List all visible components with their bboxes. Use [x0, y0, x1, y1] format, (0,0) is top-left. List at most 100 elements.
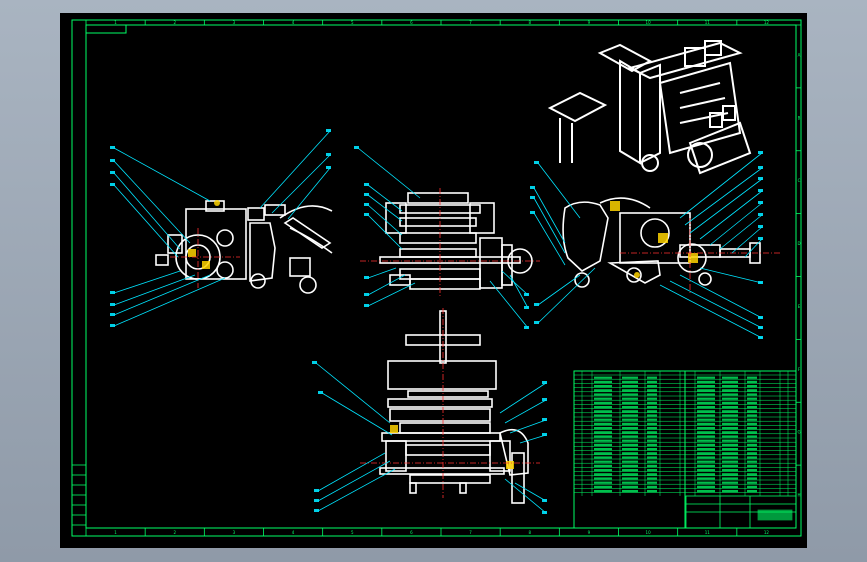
bom-cell-text [697, 443, 715, 446]
bom-cell-text [747, 410, 757, 413]
bom-cell-text [747, 448, 757, 451]
zone-label-top: 12 [764, 20, 770, 25]
bom-cell-text [697, 439, 715, 442]
bom-cell-text [697, 464, 715, 467]
bom-cell-text [647, 435, 657, 438]
bom-cell-text [747, 435, 757, 438]
bom-cell-text [622, 490, 638, 493]
isometric-view [547, 40, 752, 175]
balloon-mark [542, 511, 547, 514]
bom-cell-text [722, 473, 738, 476]
bom-cell-text [622, 448, 638, 451]
bom-cell-text [747, 452, 757, 455]
bom-cell-text [594, 410, 612, 413]
balloon-mark [758, 166, 763, 169]
balloon-mark [326, 166, 331, 169]
bom-cell-text [747, 376, 757, 379]
bom-cell-text [622, 397, 638, 400]
bom-cell-text [747, 443, 757, 446]
leaders-center [357, 147, 529, 329]
centerlines-right [620, 218, 780, 293]
plan-view-bottom [379, 310, 529, 504]
zone-label-side: C [798, 178, 801, 183]
bom-cell-text [722, 485, 738, 488]
bom-cell-text [647, 490, 657, 493]
zone-label-bottom: 8 [528, 530, 531, 535]
bom-cell-text [647, 477, 657, 480]
bom-cell-text [622, 481, 638, 484]
zone-label-side: G [797, 430, 800, 435]
balloon-mark [314, 509, 319, 512]
balloon-mark [364, 213, 369, 216]
zone-label-top: 5 [351, 20, 354, 25]
balloon-mark [758, 316, 763, 319]
balloon-mark [758, 189, 763, 192]
zone-label-top: 7 [469, 20, 472, 25]
drawing-frame [71, 19, 802, 537]
bom-cell-text [722, 464, 738, 467]
balloon-mark [758, 336, 763, 339]
bom-cell-text [647, 393, 657, 396]
bom-cell-text [622, 473, 638, 476]
zone-label-top: 4 [292, 20, 295, 25]
bom-cell-text [747, 464, 757, 467]
balloon-mark [758, 237, 763, 240]
leaders-plan [315, 362, 547, 514]
parts-list [573, 370, 797, 529]
bom-cell-text [722, 414, 738, 417]
bom-cell-text [622, 418, 638, 421]
bom-cell-text [622, 422, 638, 425]
side-view-left [155, 200, 333, 294]
bom-cell-text [697, 418, 715, 421]
balloon-mark [364, 304, 369, 307]
bom-cell-text [622, 414, 638, 417]
bom-cell-text [747, 439, 757, 442]
centerlines-plan [360, 308, 540, 498]
zone-label-side: D [797, 241, 800, 246]
bom-cell-text [747, 397, 757, 400]
bom-cell-text [697, 435, 715, 438]
bom-cell-text [647, 380, 657, 383]
bom-cell-text [747, 431, 757, 434]
bom-cell-text [594, 439, 612, 442]
bom-cell-text [647, 431, 657, 434]
bom-cell-text [647, 389, 657, 392]
balloon-mark [110, 183, 115, 186]
balloon-mark [314, 489, 319, 492]
zone-label-top: 10 [646, 20, 652, 25]
bom-cell-text [594, 376, 612, 379]
balloon-mark [542, 381, 547, 384]
bom-cell-text [697, 380, 715, 383]
bom-cell-text [697, 393, 715, 396]
balloon-mark [534, 303, 539, 306]
balloon-mark [364, 276, 369, 279]
bom-cell-text [697, 401, 715, 404]
bom-cell-text [747, 456, 757, 459]
zone-label-bottom: 9 [588, 530, 591, 535]
bom-cell-text [594, 401, 612, 404]
bom-cell-text [622, 427, 638, 430]
zone-label-top: 9 [588, 20, 591, 25]
bom-cell-text [594, 456, 612, 459]
bom-cell-text [622, 477, 638, 480]
bom-cell-text [722, 401, 738, 404]
bom-cell-text [647, 401, 657, 404]
zone-label-side: B [798, 115, 801, 120]
balloon-mark [364, 193, 369, 196]
bom-cell-text [594, 393, 612, 396]
bom-cell-text [697, 422, 715, 425]
bom-cell-text [722, 380, 738, 383]
bom-cell-text [697, 485, 715, 488]
balloon-mark [524, 306, 529, 309]
bom-cell-text [747, 490, 757, 493]
bom-cell-text [622, 431, 638, 434]
balloon-mark [542, 398, 547, 401]
bom-cell-text [747, 469, 757, 472]
title-block [685, 495, 797, 529]
bom-cell-text [647, 414, 657, 417]
hatch-plan [390, 425, 514, 469]
bom-cell-text [622, 376, 638, 379]
bom-cell-text [747, 385, 757, 388]
bom-cell-text [722, 448, 738, 451]
